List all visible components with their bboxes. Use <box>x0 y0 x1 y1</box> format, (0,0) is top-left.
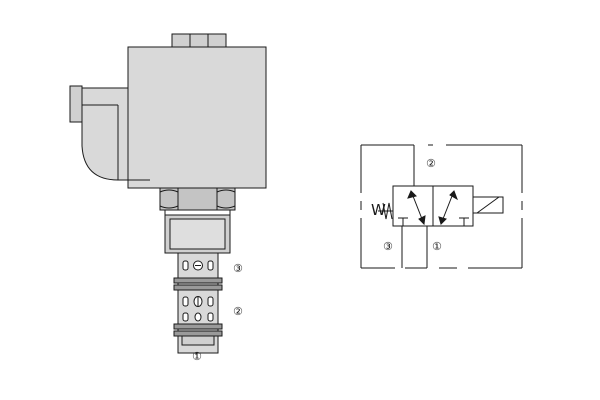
hydraulic-symbol: W ② ③ ① <box>360 144 523 269</box>
symbol-spring-letter: W <box>371 201 386 219</box>
symbol-enclosure <box>360 144 523 269</box>
drawing-port-3-label: ③ <box>233 262 243 275</box>
symbol-port-2-label: ② <box>426 157 436 170</box>
coil-housing <box>127 46 267 189</box>
symbol-port-1-label: ① <box>432 240 442 253</box>
symbol-valve-box-left <box>392 185 434 227</box>
drawing-port-2-label: ② <box>233 305 243 318</box>
valve-drawing: ③ ② ① <box>69 33 267 363</box>
symbol-port-3-label: ③ <box>383 240 393 253</box>
symbol-spring <box>378 202 393 220</box>
threaded-body <box>164 209 231 254</box>
top-nut <box>171 33 227 48</box>
hex-nut <box>159 187 236 211</box>
drawing-port-1-label: ① <box>192 350 202 363</box>
cartridge-stem <box>173 252 223 354</box>
symbol-solenoid <box>472 196 504 214</box>
